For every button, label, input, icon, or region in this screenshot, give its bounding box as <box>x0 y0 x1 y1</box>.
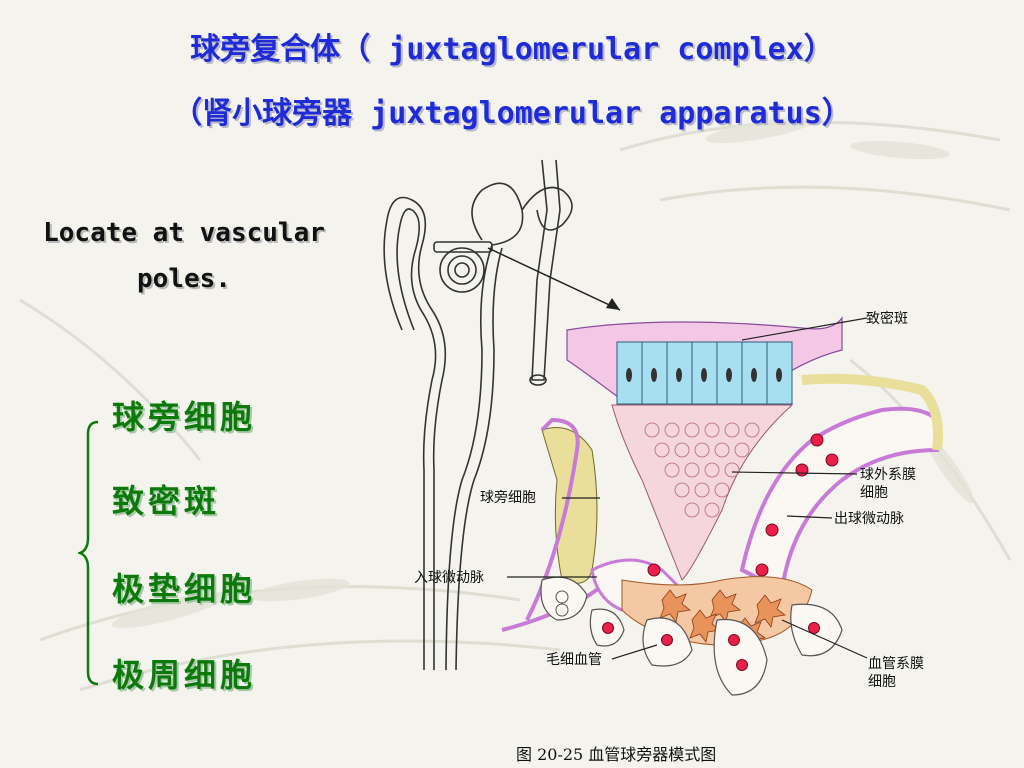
slide-subtitle: （肾小球旁器 juxtaglomerular apparatus） <box>172 96 852 131</box>
slide-title: 球旁复合体（ juxtaglomerular complex） <box>190 32 834 67</box>
juxtaglomerular-diagram <box>383 159 943 696</box>
pointer-arrow <box>487 247 621 311</box>
label-vascular-mesangial-cell: 血管系膜 细胞 <box>868 656 924 690</box>
cell-list-item-peripolar: 极周细胞 <box>112 656 257 694</box>
magnified-detail <box>501 316 943 696</box>
label-extraglomerular-mesangial-cell: 球外系膜 细胞 <box>860 467 916 501</box>
cell-list-item-polar-cushion: 极垫细胞 <box>112 570 257 608</box>
cell-list-item-juxtaglomerular: 球旁细胞 <box>112 398 257 436</box>
location-note-line-2: poles. <box>137 264 231 294</box>
macula-densa-cells <box>616 341 793 405</box>
label-afferent-arteriole: 入球微动脉 <box>414 570 484 586</box>
nephron-overview <box>383 159 573 671</box>
location-note-line-1: Locate at vascular <box>43 218 325 248</box>
figure-caption: 图 20-25 血管球旁器模式图 <box>516 745 717 764</box>
cell-list-item-macula-densa: 致密斑 <box>112 482 221 520</box>
label-capillary: 毛细血管 <box>546 652 602 668</box>
location-note: Locate at vascular poles. <box>24 210 344 302</box>
label-efferent-arteriole: 出球微动脉 <box>834 511 904 527</box>
label-juxtaglomerular-cell: 球旁细胞 <box>480 490 536 506</box>
list-brace <box>78 420 99 686</box>
label-macula-densa: 致密斑 <box>866 311 908 327</box>
